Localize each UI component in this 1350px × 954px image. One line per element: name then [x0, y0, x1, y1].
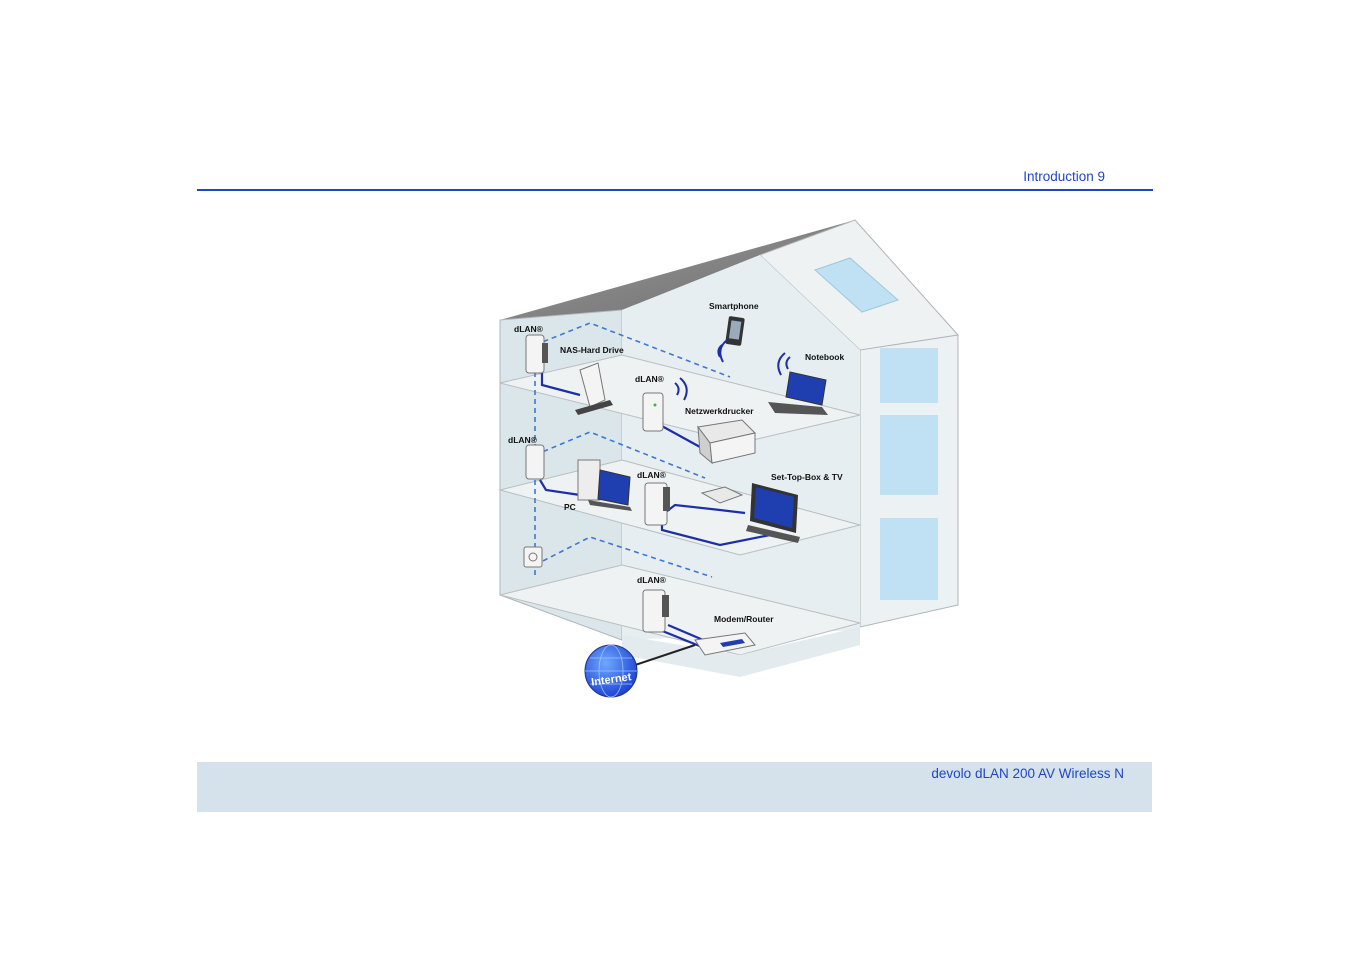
adapter-tv: [644, 482, 670, 526]
label-notebook: Notebook: [805, 352, 844, 362]
label-router: Modem/Router: [714, 614, 774, 624]
socket: [523, 546, 543, 568]
wifi-icon: [674, 339, 791, 401]
roof-front: [500, 220, 855, 320]
powerline-links: [534, 322, 731, 578]
adapter-router: [642, 589, 669, 633]
window-2: [880, 415, 938, 495]
window-1: [880, 348, 938, 403]
page-header-section: Introduction 9: [1023, 169, 1105, 184]
adapter-mid: [525, 444, 545, 480]
skylight: [814, 257, 899, 313]
label-dlan-router: dLAN®: [637, 575, 667, 585]
label-settop: Set-Top-Box & TV: [771, 472, 843, 482]
internet-cable: [634, 644, 696, 666]
label-dlan-top: dLAN®: [514, 324, 544, 334]
footer-band: devolo dLAN 200 AV Wireless N: [197, 762, 1152, 812]
floor-0: [622, 627, 860, 677]
label-dlan-printer: dLAN®: [635, 374, 665, 384]
settop-tv-icon: [700, 483, 800, 543]
home-network-illustration: dLAN® NAS-Hard Drive Smartphone Notebook…: [480, 215, 970, 705]
smartphone-icon: [725, 316, 745, 346]
label-pc: PC: [564, 502, 576, 512]
house-diagram: dLAN® NAS-Hard Drive Smartphone Notebook…: [498, 219, 959, 698]
notebook-icon: [768, 371, 828, 415]
label-internet: Internet: [590, 671, 632, 689]
label-dlan-mid: dLAN®: [508, 435, 538, 445]
footer-product-name: devolo dLAN 200 AV Wireless N: [931, 766, 1124, 781]
router-icon: [694, 632, 756, 656]
adapter-printer: [642, 392, 664, 432]
floor-1: [499, 564, 861, 656]
nas-drive-icon: [575, 362, 613, 415]
label-printer: Netzwerkdrucker: [685, 406, 754, 416]
label-dlan-tv: dLAN®: [637, 470, 667, 480]
window-3: [880, 518, 938, 600]
header-rule: [197, 189, 1153, 191]
label-smartphone: Smartphone: [709, 301, 759, 311]
printer-icon: [697, 419, 756, 465]
adapter-top: [525, 334, 548, 374]
pc-icon: [577, 459, 632, 511]
internet-globe-icon: [584, 644, 638, 698]
label-nas: NAS-Hard Drive: [560, 345, 624, 355]
